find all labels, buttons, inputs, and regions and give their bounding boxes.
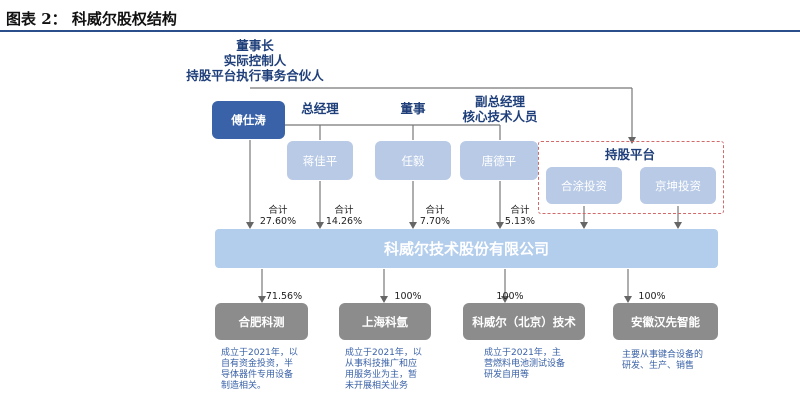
desc-line: 成立于2021年，主 [484,348,561,358]
shareholder-hetu: 合涂投资 [546,167,622,204]
desc-line: 成立于2021年，以 [345,348,422,358]
sub-hefei: 合肥科测 [215,303,308,340]
share-fu-label: 合计 [268,205,288,216]
desc-line: 导体器件专用设备 [221,370,294,380]
role-core-tech: 核心技术人员 [462,109,538,124]
share-jiang: 合计 14.26% [322,205,366,227]
desc-line: 从事科技推广和应 [345,359,418,369]
share-tang-value: 5.13% [504,216,536,227]
share-jiang-label: 合计 [334,205,354,216]
sub-shanghai: 上海科氩 [339,303,431,340]
sub-anhui: 安徽汉先智能 [613,303,718,340]
figure-title: 图表 2： 科威尔股权结构 [6,10,177,28]
role-controller: 实际控制人 [223,53,287,68]
desc-line: 制造相关。 [221,381,267,391]
chairman-roles: 董事长 实际控制人 持股平台执行事务合伙人 [160,38,350,83]
sub-hefei-desc: 成立于2021年，以 自有资金投资，半 导体器件专用设备 制造相关。 [221,348,331,392]
sub-hefei-pct: 71.56% [265,291,303,302]
sub-beijing: 科威尔（北京）技术 [463,303,585,340]
share-fu: 合计 27.60% [256,205,300,227]
platform-title: 持股平台 [604,147,655,162]
desc-line: 自有资金投资，半 [221,359,294,369]
desc-line: 用服务业为主，暂 [345,370,418,380]
share-fu-value: 27.60% [259,216,297,227]
sub-shanghai-desc: 成立于2021年，以 从事科技推广和应 用服务业为主，暂 未开展相关业务 [345,348,455,392]
shareholder-jingkun: 京坤投资 [640,167,716,204]
sub-anhui-desc: 主要从事键合设备的 研发、生产、销售 [622,350,742,372]
shareholder-jiang: 蒋佳平 [287,141,353,180]
desc-line: 未开展相关业务 [345,381,409,391]
share-ren-value: 7.70% [419,216,451,227]
role-chairman: 董事长 [236,38,274,53]
share-tang: 合计 5.13% [500,205,540,227]
shareholder-tang: 唐德平 [460,141,538,180]
shareholder-fu: 傅仕涛 [212,101,285,139]
share-jiang-value: 14.26% [325,216,363,227]
desc-line: 研发自用等 [484,370,530,380]
role-vp-title: 副总经理 [474,94,525,109]
sub-anhui-pct: 100% [638,291,666,302]
sub-beijing-pct: 100% [496,291,524,302]
desc-line: 主要从事键合设备的 [622,350,704,360]
shareholder-ren: 任毅 [375,141,451,180]
share-ren-label: 合计 [425,205,445,216]
desc-line: 研发、生产、销售 [622,361,695,371]
sub-beijing-desc: 成立于2021年，主 营燃料电池测试设备 研发自用等 [484,348,604,381]
company-box: 科威尔技术股份有限公司 [215,229,718,268]
desc-line: 成立于2021年，以 [221,348,298,358]
desc-line: 营燃料电池测试设备 [484,359,566,369]
role-gm: 总经理 [301,101,339,116]
share-tang-label: 合计 [510,205,530,216]
role-director: 董事 [400,101,426,116]
role-vp: 副总经理 核心技术人员 [430,94,570,124]
role-platform-partner: 持股平台执行事务合伙人 [186,68,324,83]
sub-shanghai-pct: 100% [394,291,422,302]
share-ren: 合计 7.70% [415,205,455,227]
title-rule [0,30,800,32]
platform-group [538,141,724,214]
